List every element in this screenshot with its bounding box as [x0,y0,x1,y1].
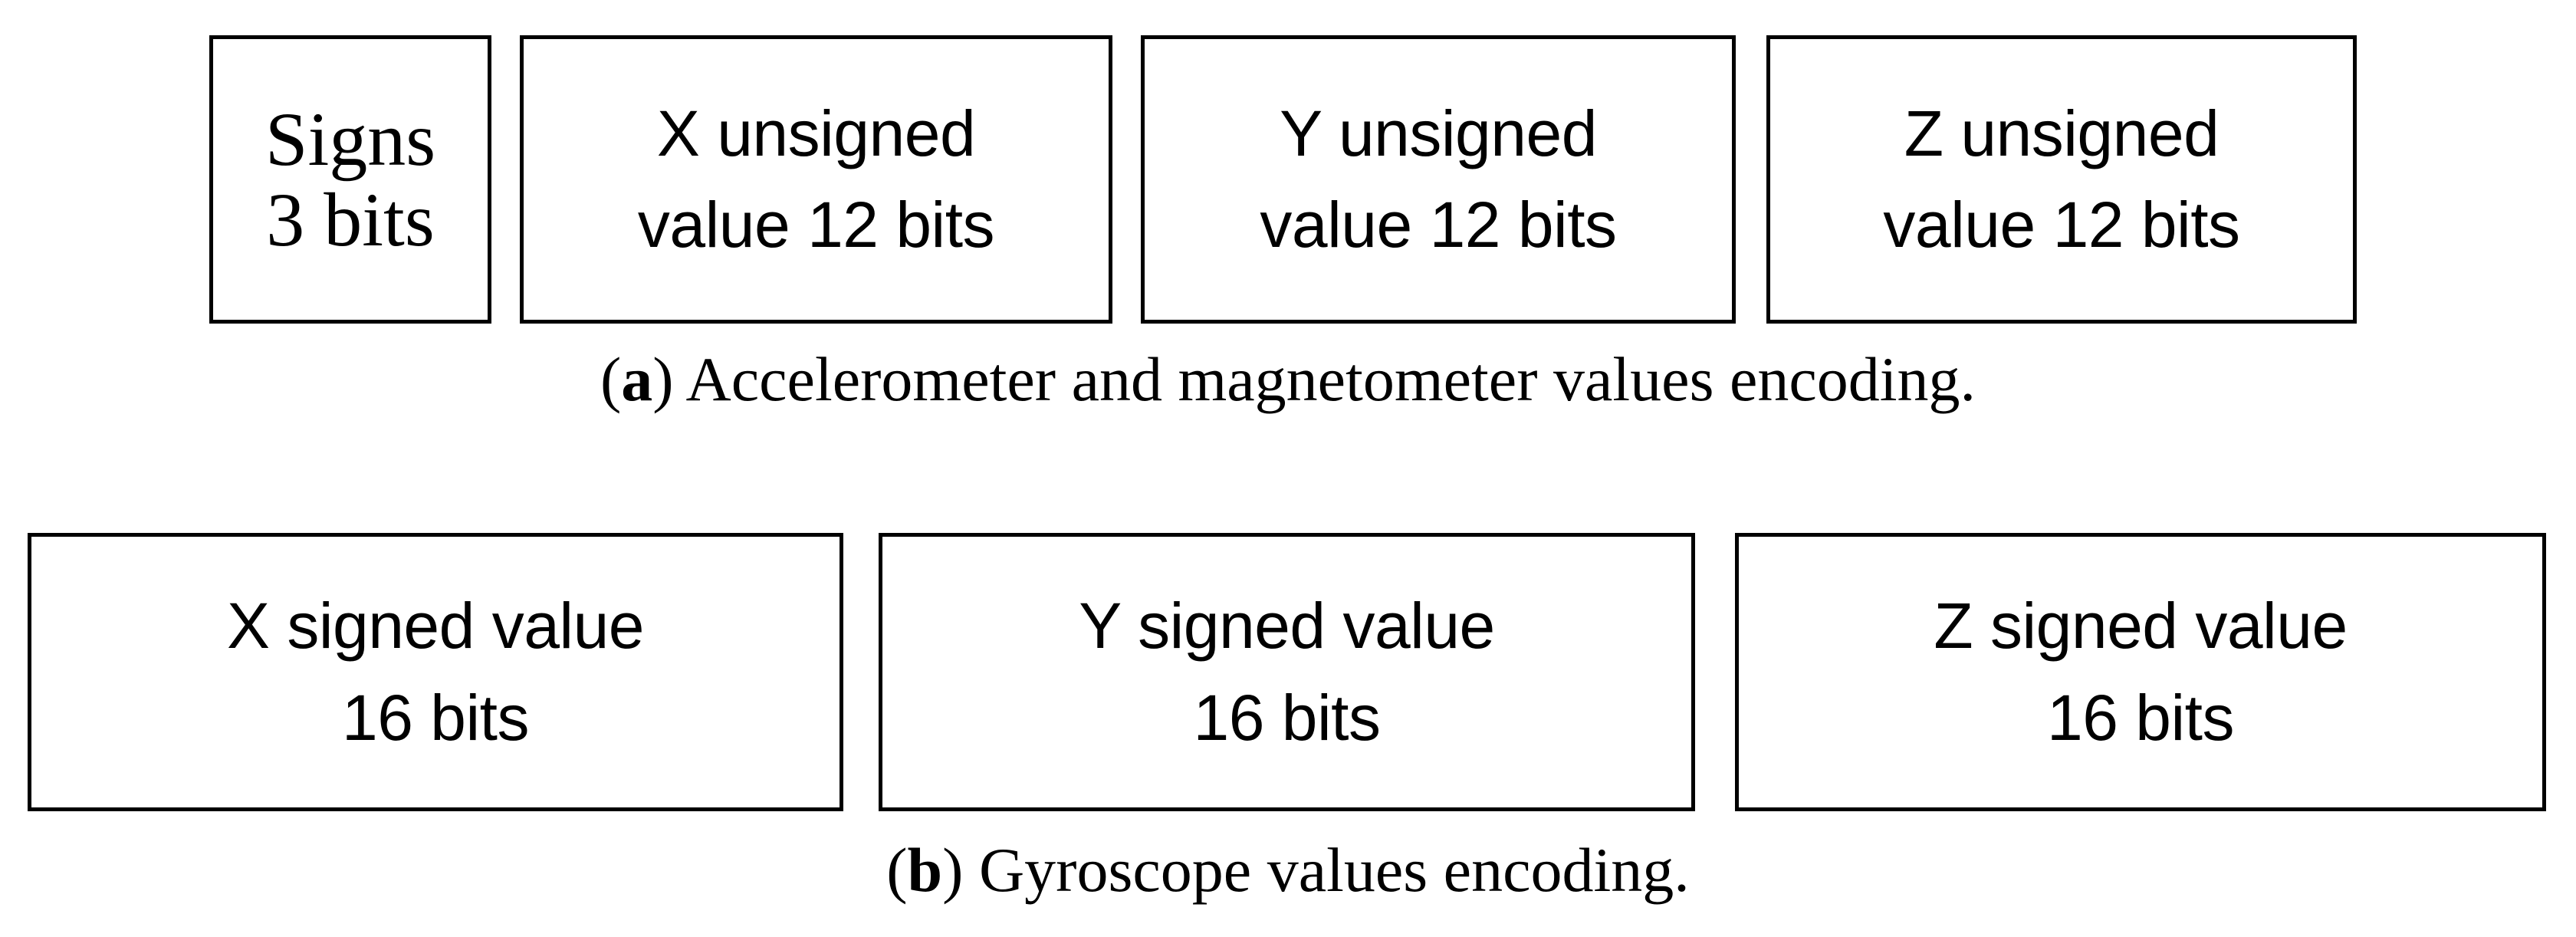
encoding-box-z-unsigned: Z unsigned value 12 bits [1766,35,2357,324]
encoding-box-y-unsigned: Y unsigned value 12 bits [1141,35,1736,324]
encoding-box-y-signed: Y signed value 16 bits [879,533,1695,811]
box-line-1: X unsigned [656,97,976,169]
box-line-1: Y unsigned [1280,97,1597,169]
box-line-1: Y signed value [1079,590,1495,662]
box-line-2: 16 bits [2047,681,2235,754]
box-line-1: X signed value [226,590,645,662]
box-line-1: Signs [264,97,436,182]
caption-b: (b) Gyroscope values encoding. [0,833,2576,908]
box-line-2: 16 bits [1193,681,1382,754]
encoding-box-x-signed: X signed value 16 bits [28,533,843,811]
box-line-2: value 12 bits [637,189,995,261]
caption-a-close-paren: ) [652,344,674,414]
encoding-box-x-unsigned: X unsigned value 12 bits [520,35,1112,324]
caption-b-label: b [907,835,943,905]
caption-b-close-paren: ) [942,835,964,905]
caption-b-text: Gyroscope values encoding. [963,835,1690,905]
box-line-2: value 12 bits [1260,189,1617,261]
caption-a-text: Accelerometer and magnetometer values en… [673,344,1976,414]
caption-b-open-paren: ( [886,835,908,905]
box-line-1: Z signed value [1934,590,2348,662]
encoding-box-signs: Signs 3 bits [209,35,491,324]
box-line-2: 3 bits [266,177,435,262]
caption-a-open-paren: ( [600,344,622,414]
encoding-box-z-signed: Z signed value 16 bits [1735,533,2546,811]
box-line-1: Z unsigned [1904,97,2220,169]
caption-a-label: a [621,344,653,414]
box-line-2: value 12 bits [1883,189,2240,261]
box-line-2: 16 bits [342,681,530,754]
caption-a: (a) Accelerometer and magnetometer value… [0,342,2576,417]
